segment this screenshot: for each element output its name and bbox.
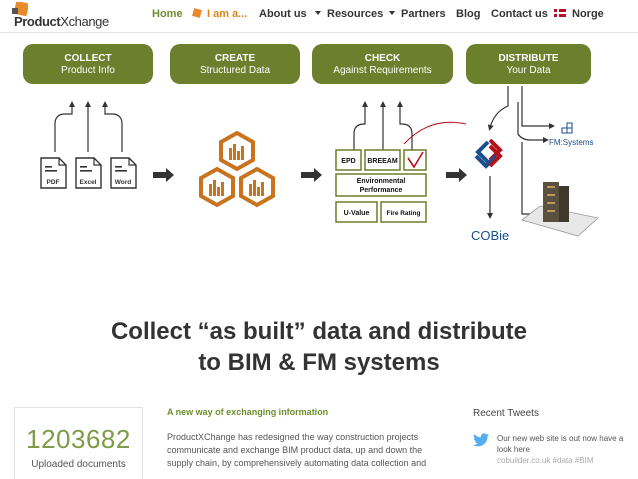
- logo-mark-icon: [12, 2, 28, 17]
- step-collect: COLLECT Product Info: [23, 44, 153, 84]
- doc-label-excel: Excel: [80, 179, 97, 186]
- step-subtitle: Against Requirements: [333, 65, 432, 76]
- step-subtitle: Your Data: [506, 65, 551, 76]
- check-u-value: U-Value: [344, 210, 370, 217]
- check-performance: Performance: [360, 187, 403, 194]
- uploaded-documents-counter: 1203682 Uploaded documents: [14, 407, 143, 479]
- info-body: ProductXChange has redesigned the way co…: [167, 432, 427, 468]
- tweet-text[interactable]: Our new web site is out now have a look …: [497, 434, 624, 454]
- check-requirements-grid: EPD BREEAM Environmental Performance U-V…: [335, 149, 427, 223]
- logo-text: ProductXchange: [14, 14, 109, 29]
- header-divider: [0, 32, 638, 33]
- twitter-bird-icon: [473, 433, 489, 447]
- nav-partners[interactable]: Partners: [389, 8, 446, 20]
- orange-diamond-icon: [192, 8, 202, 18]
- step-check: CHECK Against Requirements: [312, 44, 453, 84]
- ifc-logo-icon: [474, 138, 503, 169]
- fm-systems-logo: FM:Systems: [549, 122, 593, 147]
- pdf-doc-icon: PDF: [40, 157, 67, 189]
- collect-arrows: [54, 101, 123, 152]
- hexagon-bar-charts: [209, 144, 264, 196]
- norway-flag-icon: [554, 9, 566, 17]
- top-bar: ProductXchange Home I am a... About us R…: [0, 0, 638, 32]
- step-title: DISTRIBUTE: [498, 53, 559, 64]
- counter-label: Uploaded documents: [31, 459, 126, 470]
- tweet-meta[interactable]: cobuilder.co.uk #data #BIM: [497, 456, 594, 465]
- caret-down-icon: [389, 11, 395, 15]
- nav-resources[interactable]: Resources: [315, 8, 383, 20]
- hero-headline-line1: Collect “as built” data and distribute: [110, 318, 528, 345]
- check-fire-rating: Fire Rating: [387, 210, 421, 217]
- step-subtitle: Product Info: [61, 65, 115, 76]
- nav-norge[interactable]: Norge: [554, 8, 604, 20]
- flow-arrow-icon: [301, 168, 322, 182]
- checkmark-icon: [407, 151, 424, 169]
- nav-contact-us[interactable]: Contact us: [491, 8, 548, 20]
- server-building-icon: [521, 182, 599, 237]
- excel-doc-icon: Excel: [75, 157, 102, 189]
- step-distribute: DISTRIBUTE Your Data: [466, 44, 591, 84]
- process-diagram: PDF Excel Word EPD BREEAM: [40, 86, 599, 243]
- flow-arrow-icon: [446, 168, 467, 182]
- logo[interactable]: ProductXchange: [12, 2, 112, 30]
- doc-label-pdf: PDF: [47, 179, 60, 186]
- main-nav: Home I am a... About us Resources Partne…: [152, 8, 632, 24]
- check-environmental: Environmental: [357, 178, 406, 185]
- fm-systems-label: FM:Systems: [549, 138, 593, 147]
- nav-i-am-a[interactable]: I am a...: [192, 8, 247, 20]
- info-section: A new way of exchanging information Prod…: [167, 407, 447, 470]
- nav-blog[interactable]: Blog: [456, 8, 481, 20]
- counter-value: 1203682: [26, 424, 131, 454]
- nav-about-us[interactable]: About us: [259, 8, 307, 20]
- check-swoosh: [403, 121, 467, 145]
- tweet-item[interactable]: Our new web site is out now have a look …: [473, 433, 633, 466]
- step-title: COLLECT: [64, 53, 112, 64]
- check-epd: EPD: [341, 158, 355, 165]
- step-create: CREATE Structured Data: [170, 44, 300, 84]
- nav-home[interactable]: Home: [152, 8, 183, 20]
- hero-headline-line2: to BIM & FM systems: [198, 349, 440, 376]
- recent-tweets: Recent Tweets Our new web site is out no…: [473, 408, 633, 466]
- check-arrows: [353, 101, 413, 150]
- step-title: CREATE: [214, 53, 256, 64]
- doc-label-word: Word: [115, 179, 132, 186]
- step-title: CHECK: [364, 53, 401, 64]
- flow-arrow-icon: [153, 168, 174, 182]
- info-title: A new way of exchanging information: [167, 407, 329, 417]
- check-breeam: BREEAM: [367, 158, 398, 165]
- step-subtitle: Structured Data: [199, 65, 271, 76]
- hero-headline: Collect “as built” data and distribute t…: [0, 316, 638, 378]
- word-doc-icon: Word: [110, 157, 137, 189]
- tweets-title: Recent Tweets: [473, 408, 539, 419]
- caret-down-icon: [315, 11, 321, 15]
- cobie-label: COBie: [471, 228, 509, 243]
